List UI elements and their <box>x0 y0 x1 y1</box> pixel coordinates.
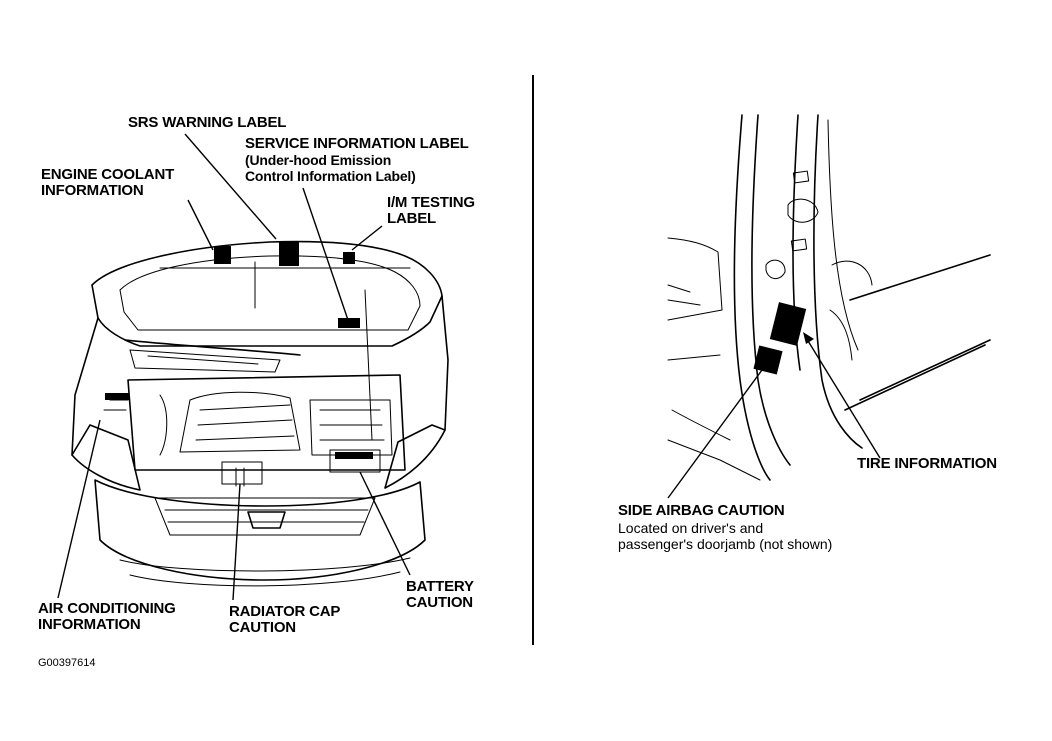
air-conditioning-label-2: INFORMATION <box>38 616 141 633</box>
service-info-sub-1: (Under-hood Emission <box>245 152 392 168</box>
engine-coolant-label-1: ENGINE COOLANT <box>41 166 175 183</box>
battery-label-1: BATTERY <box>406 578 474 595</box>
side-airbag-caution-label: SIDE AIRBAG CAUTION <box>618 502 785 519</box>
car-front-illustration <box>71 240 449 587</box>
side-airbag-note-1: Located on driver's and <box>618 520 764 536</box>
service-info-label-text: SERVICE INFORMATION LABEL <box>245 135 469 152</box>
figure-code: G00397614 <box>38 657 96 669</box>
right-leader-lines <box>667 332 881 499</box>
battery-label-2: CAUTION <box>406 594 473 611</box>
tire-information-label: TIRE INFORMATION <box>857 455 997 472</box>
radiator-cap-label-1: RADIATOR CAP <box>229 603 341 620</box>
im-testing-label-2: LABEL <box>387 210 436 227</box>
doorjamb-illustration <box>667 114 991 481</box>
air-conditioning-label-1: AIR CONDITIONING <box>38 600 176 617</box>
side-airbag-note-2: passenger's doorjamb (not shown) <box>618 536 833 552</box>
service-info-sub-2: Control Information Label) <box>245 168 416 184</box>
srs-warning-label-text: SRS WARNING LABEL <box>128 114 287 131</box>
left-leader-lines <box>57 133 411 601</box>
im-testing-label-1: I/M TESTING <box>387 194 475 211</box>
engine-coolant-label-2: INFORMATION <box>41 182 144 199</box>
radiator-cap-label-2: CAUTION <box>229 619 296 636</box>
